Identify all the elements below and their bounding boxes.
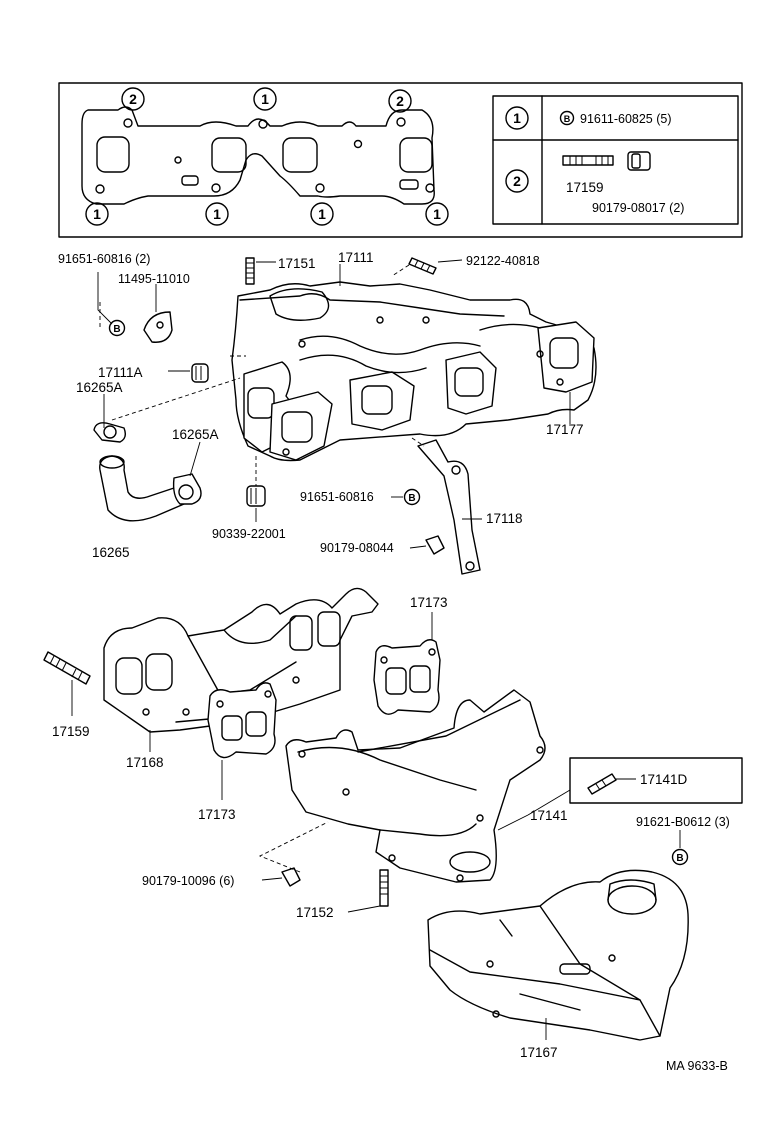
label-17152: 17152: [296, 905, 334, 920]
b-marker-3: B: [671, 848, 689, 866]
marker-text: 2: [129, 91, 137, 107]
dash-line: [111, 377, 241, 421]
label-17141: 17141: [530, 808, 568, 823]
plug-90339: [246, 485, 266, 507]
gasket-17173-upper: [373, 639, 441, 715]
marker-text: 1: [213, 206, 221, 222]
intake-manifold: [231, 281, 597, 462]
leader-line: [409, 545, 427, 549]
label-16265a-mid: 16265A: [172, 427, 219, 442]
gasket-marker-1-a: 1: [85, 202, 109, 226]
gasket-marker-2-right: 2: [388, 89, 412, 113]
label-17173-low: 17173: [198, 807, 236, 822]
label-17167: 17167: [520, 1045, 558, 1060]
legend-row2-marker: 2: [513, 173, 521, 189]
gasket-17173-lower: [207, 682, 277, 759]
leader-line: [347, 905, 381, 913]
dash-line: [258, 821, 329, 873]
label-17177: 17177: [546, 422, 584, 437]
b-icon-text: B: [676, 853, 683, 864]
stud-17151: [245, 257, 255, 285]
b-icon-text: B: [408, 493, 415, 504]
exhaust-manifold-17168: [103, 587, 379, 733]
gasket-marker-1-c: 1: [310, 202, 334, 226]
b-icon: B: [564, 114, 571, 124]
label-90339-22001: 90339-22001: [212, 527, 286, 541]
leader-line: [189, 441, 201, 477]
gasket-marker-1-b: 1: [205, 202, 229, 226]
stud-17152: [379, 869, 389, 907]
leader-line: [527, 789, 571, 816]
b-marker-1: B: [108, 319, 126, 337]
label-11495-11010: 11495-11010: [118, 272, 190, 286]
heat-insulator-17167: [427, 869, 689, 1041]
b-icon-text: B: [113, 324, 120, 335]
gasket-marker-1-d: 1: [425, 202, 449, 226]
label-90179-10096: 90179-10096 (6): [142, 874, 234, 888]
stud-icon: [562, 155, 614, 166]
marker-text: 1: [93, 206, 101, 222]
hose-16265: [99, 455, 185, 522]
label-91621-b0612: 91621-B0612 (3): [636, 815, 730, 829]
nut-90179-10096: [281, 867, 301, 887]
label-91651-60816: 91651-60816: [300, 490, 374, 504]
exhaust-pipe-17141: [285, 689, 546, 883]
dash-line: [411, 437, 425, 447]
diagram-code: MA 9633-B: [666, 1059, 728, 1073]
gasket-legend-box: 2 1 2 1 1 1 1: [58, 82, 743, 238]
leader-line: [497, 814, 529, 831]
marker-text: 1: [433, 206, 441, 222]
label-17151: 17151: [278, 256, 316, 271]
dash-line: [391, 264, 410, 277]
stud-17141d-box: [569, 757, 743, 804]
legend-row2-part-a: 17159: [566, 180, 604, 195]
marker-text: 2: [396, 93, 404, 109]
label-91651-60816-2: 91651-60816 (2): [58, 252, 150, 266]
label-17111a: 17111A: [98, 365, 143, 380]
leader-line: [97, 272, 113, 325]
label-16265: 16265: [92, 545, 130, 560]
leader-line: [437, 259, 463, 263]
label-17118: 17118: [486, 511, 523, 526]
marker-text: 1: [318, 206, 326, 222]
stud-92122: [408, 257, 437, 275]
plug-17111a: [191, 363, 209, 383]
label-17111: 17111: [338, 250, 374, 265]
label-90179-08044: 90179-08044: [320, 541, 394, 555]
legend-row2-part-b: 90179-08017 (2): [592, 201, 684, 215]
label-17173-top: 17173: [410, 595, 448, 610]
gasket-marker-1-top: 1: [253, 87, 277, 111]
nut-icon: [627, 151, 651, 171]
legend-row1-marker: 1: [513, 110, 521, 126]
label-17141d: 17141D: [640, 772, 688, 787]
manifold-gasket: [81, 106, 435, 205]
label-17168: 17168: [126, 755, 164, 770]
legend-table: 1 B 91611-60825 (5) 2 17159 90179-08017 …: [492, 95, 739, 225]
bolt-90179-08044: [425, 535, 445, 555]
legend-frame: [58, 82, 743, 238]
marker-text: 1: [261, 91, 269, 107]
b-marker-2: B: [403, 488, 421, 506]
label-92122-40818: 92122-40818: [466, 254, 540, 268]
stud-17159: [43, 651, 91, 685]
clamp-16265a-mid: [172, 473, 202, 505]
bracket-hole: [156, 321, 164, 329]
label-17159: 17159: [52, 724, 90, 739]
gasket-marker-2-left: 2: [121, 87, 145, 111]
label-16265a-top: 16265A: [76, 380, 123, 395]
clamp-16265a-top: [93, 422, 127, 443]
leader-line: [261, 877, 283, 881]
stay-17118: [417, 439, 481, 575]
legend-row1-part: 91611-60825 (5): [580, 112, 672, 126]
